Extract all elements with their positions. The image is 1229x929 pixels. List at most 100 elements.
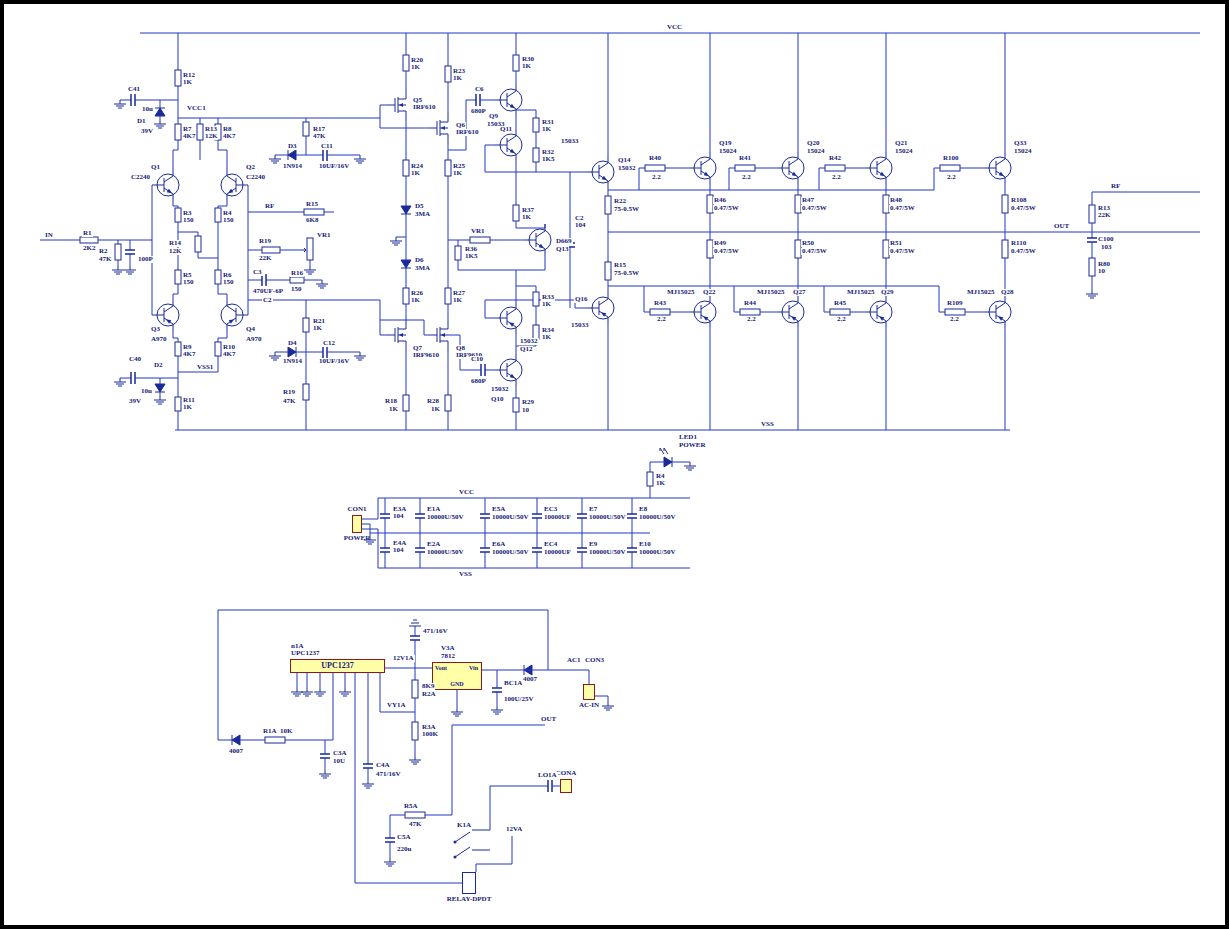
component-label: 1N914 (282, 358, 303, 365)
resistor-symbol (513, 55, 519, 71)
component-label: 10UF/16V (318, 163, 350, 170)
wire (118, 260, 119, 266)
resistor-symbol (533, 148, 539, 162)
node-label: RELAY-DPDT (447, 896, 492, 903)
wire (458, 260, 516, 270)
capacitor-symbol (363, 764, 373, 768)
component-label: D1 (136, 118, 147, 125)
component-label: 1K (655, 480, 666, 487)
component-label: R11 (182, 397, 196, 404)
component-label: BC1A (503, 680, 523, 687)
wire (218, 331, 227, 342)
wire (516, 412, 517, 430)
wire (420, 533, 421, 548)
wire (490, 240, 524, 241)
component-label: 10000UF (543, 514, 572, 521)
component-label: 1K (430, 406, 441, 413)
component-label: E10 (638, 541, 652, 548)
component-label: 2.2 (746, 316, 757, 323)
component-label: 150 (290, 286, 303, 293)
component-label: C2240 (130, 174, 151, 181)
transistor-symbol (689, 152, 710, 184)
wire (886, 184, 887, 195)
wire (886, 33, 887, 152)
component-label: R10 (222, 344, 236, 351)
component-label: RF (1110, 183, 1121, 190)
component-label: 10K (279, 728, 293, 735)
ground-symbol (154, 396, 166, 404)
component-label: R108 (1010, 197, 1028, 204)
component-label: 1K (541, 334, 552, 341)
wire (40, 240, 80, 241)
wire (448, 144, 449, 160)
wire (1092, 276, 1093, 290)
ground-symbol (114, 378, 126, 386)
ground-symbol (339, 688, 351, 696)
component-label: IRF9610 (412, 352, 440, 359)
component-label: R3A (421, 724, 437, 731)
transistor-arrow (704, 172, 709, 177)
wire (1005, 213, 1006, 240)
capacitor-symbol (577, 548, 587, 552)
component-label: 150 (222, 217, 235, 224)
mosfet-arrow (441, 126, 445, 130)
resistor-symbol (215, 270, 221, 284)
component-label: E1A (426, 506, 441, 513)
ground-symbol (316, 280, 328, 288)
wire-connector (385, 668, 432, 669)
ground-symbol (314, 688, 326, 696)
component-label: R13 (1097, 205, 1111, 212)
wire-connector (355, 673, 462, 883)
relay-contact (454, 856, 457, 859)
wire (333, 673, 334, 740)
wire (420, 498, 421, 514)
wire (368, 768, 369, 780)
node-label: Vout (435, 665, 447, 671)
transistor-arrow (166, 319, 171, 324)
component-label: C6 (474, 86, 485, 93)
component-label: E3A (392, 506, 407, 513)
component-label: R33 (541, 294, 555, 301)
component-label: 12V1A (392, 655, 415, 662)
component-label: 1K (541, 301, 552, 308)
wire (118, 240, 119, 244)
component-label: 104 (392, 547, 405, 554)
led-rays (660, 448, 668, 454)
wire-connector (482, 670, 589, 684)
component-label: E9 (588, 541, 598, 548)
component-label: MJ15025 (666, 289, 696, 296)
wire (380, 320, 429, 335)
component-label: R13 (204, 126, 218, 133)
wire (415, 740, 416, 756)
component-label: 6K8 (305, 217, 319, 224)
wire (485, 518, 486, 533)
wire (798, 328, 799, 430)
wire (425, 725, 452, 815)
resistor-symbol (215, 342, 221, 356)
component-label: 10u (140, 388, 153, 395)
wire (537, 518, 538, 533)
ground-symbol (384, 858, 396, 866)
mosfet-arrow (441, 333, 445, 337)
wire (632, 552, 633, 568)
ground-symbol (319, 770, 331, 778)
mosfet-symbol (387, 319, 406, 351)
wire (135, 378, 178, 379)
diode-symbol (155, 108, 165, 116)
resistor-symbol (513, 398, 519, 412)
transistor-symbol (984, 152, 1005, 184)
node-label: Vin (469, 665, 478, 671)
wire (608, 188, 609, 196)
wire (306, 300, 387, 335)
resistor-symbol (1089, 258, 1095, 276)
wire (632, 518, 633, 533)
component-label: R12 (182, 72, 196, 79)
wire (516, 33, 517, 55)
component-label: R109 (946, 300, 964, 307)
component-label: AC1 (566, 657, 582, 664)
component-label: IN (44, 232, 54, 239)
relay-contact (455, 830, 490, 857)
transistor-symbol (865, 152, 886, 184)
resistor-symbol (735, 165, 755, 171)
wire (378, 498, 690, 499)
